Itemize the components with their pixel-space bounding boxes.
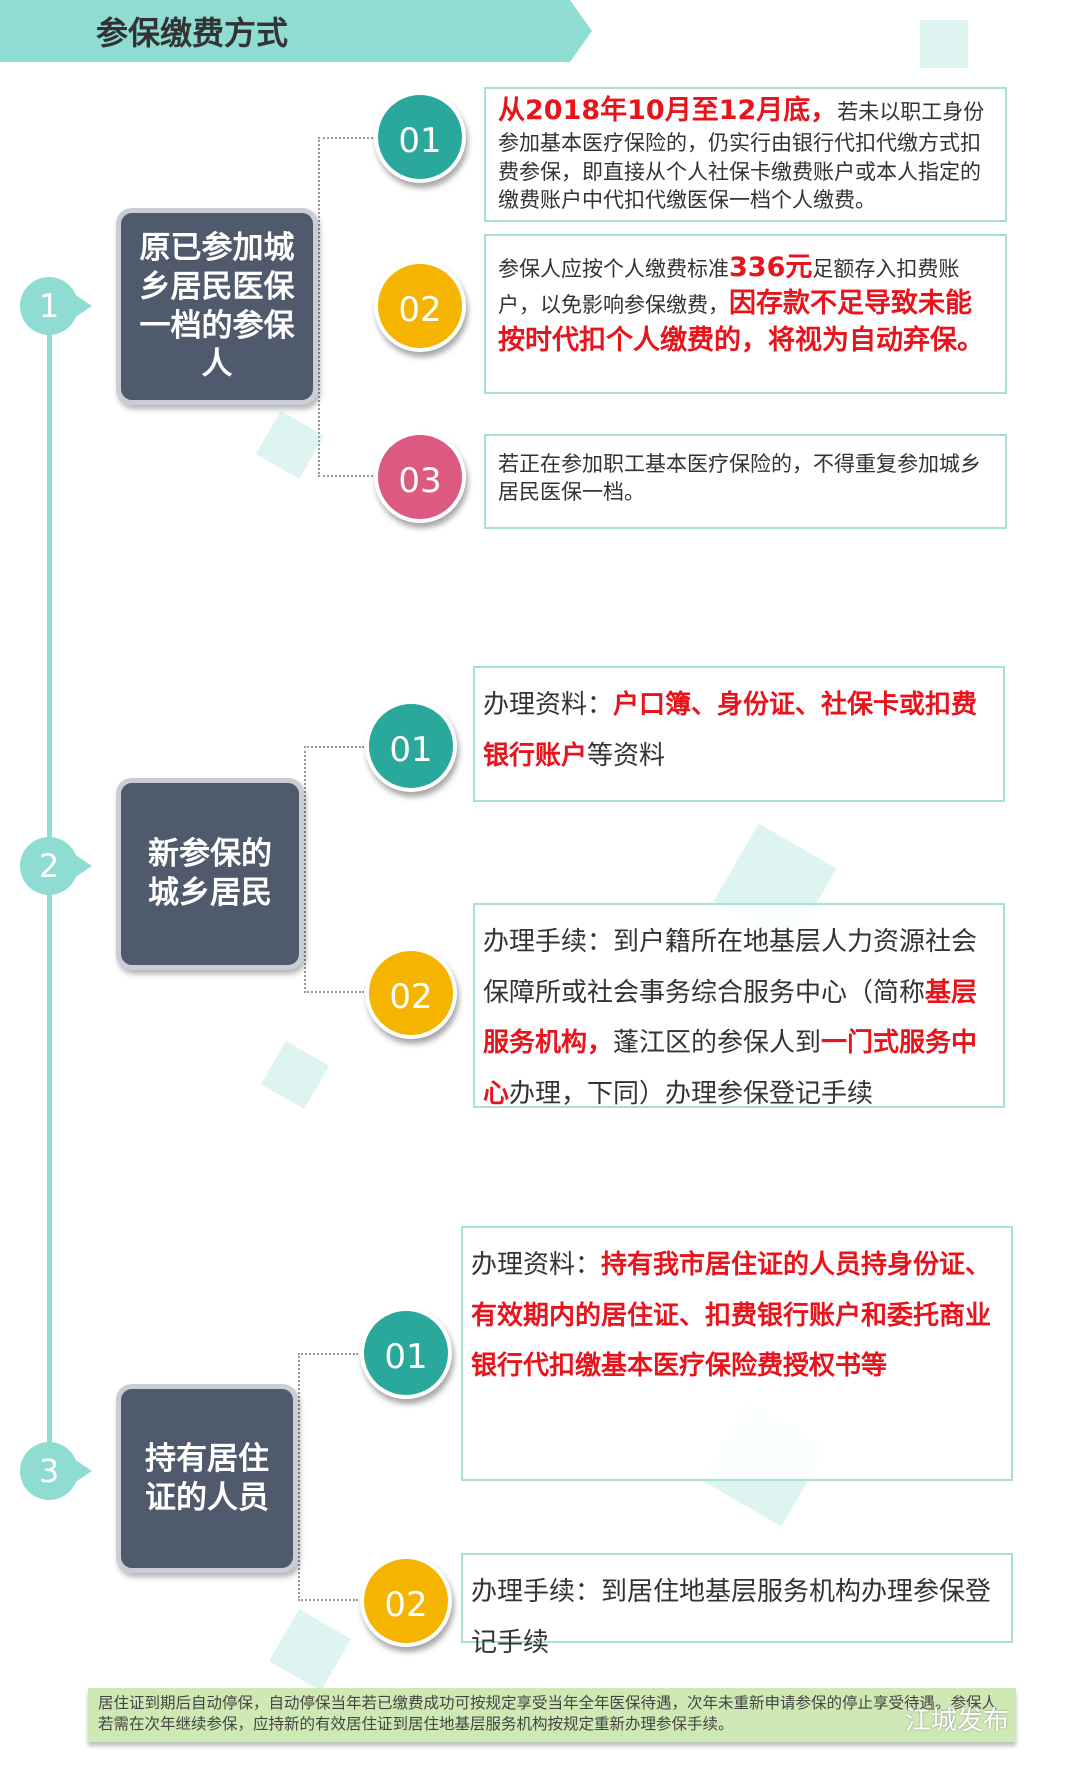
category-box: 新参保的城乡居民 xyxy=(116,778,304,970)
body-text: 办理资料： xyxy=(483,690,614,720)
item-text-box: 办理资料：户口簿、身份证、社保卡或扣费银行账户等资料 xyxy=(473,666,1005,802)
step-number: 1 xyxy=(20,277,92,335)
item-text-box: 参保人应按个人缴费标准336元足额存入扣费账户，以免影响参保缴费，因存款不足导致… xyxy=(484,234,1007,394)
watermark: 江城发布 xyxy=(905,1706,1010,1736)
item-text-box: 办理资料：持有我市居住证的人员持身份证、有效期内的居住证、扣费银行账户和委托商业… xyxy=(461,1226,1013,1481)
body-text: 蓬江区的参保人到 xyxy=(613,1028,822,1059)
highlight-text: 户口簿、身份证、社保卡或扣费银行账户 xyxy=(483,690,978,771)
item-text-box: 若正在参加职工基本医疗保险的，不得重复参加城乡居民医保一档。 xyxy=(484,434,1007,529)
highlight-text: 因存款不足导致未能按时代扣个人缴费的，将视为自动弃保。 xyxy=(498,288,984,356)
highlight-text: 从2018年10月至12月底， xyxy=(498,95,838,126)
step-number: 3 xyxy=(20,1442,92,1500)
highlight-text: 基层服务机构， xyxy=(483,977,978,1059)
connector xyxy=(318,137,373,477)
footer-note: 居住证到期后自动停保，自动停保当年若已缴费成功可按规定享受当年全年医保待遇，次年… xyxy=(88,1688,1016,1742)
body-text: 足额存入扣费账户，以免影响参保缴费， xyxy=(498,257,960,318)
highlight-text: 一门式服务中心 xyxy=(483,1028,978,1110)
item-text-box: 从2018年10月至12月底，若未以职工身份参加基本医疗保险的，仍实行由银行代扣… xyxy=(484,87,1007,222)
item-number-circle: 01 xyxy=(374,91,466,183)
connector xyxy=(298,1353,358,1601)
page-title: 参保缴费方式 xyxy=(96,14,289,52)
highlight-text: 持有我市居住证的人员持身份证、有效期内的居住证、扣费银行账户和委托商业银行代扣缴… xyxy=(471,1250,992,1382)
item-number-circle: 02 xyxy=(374,260,466,352)
highlight-text: 336元 xyxy=(729,252,813,283)
item-number-circle: 02 xyxy=(365,947,457,1039)
item-number-circle: 03 xyxy=(374,431,466,523)
body-text: 办理手续：到户籍所在地基层人力资源社会保障所或社会事务综合服务中心（简称 xyxy=(483,927,978,1008)
item-number-circle: 01 xyxy=(365,700,457,792)
item-number-circle: 02 xyxy=(360,1555,452,1647)
step-number: 2 xyxy=(20,837,92,895)
category-box: 原已参加城乡居民医保一档的参保人 xyxy=(116,208,318,405)
item-number-circle: 01 xyxy=(360,1307,452,1399)
body-text: 等资料 xyxy=(587,740,666,771)
category-box: 持有居住证的人员 xyxy=(116,1384,298,1573)
body-text: 办理资料： xyxy=(471,1250,602,1280)
body-text: 参保人应按个人缴费标准 xyxy=(498,257,729,281)
title-banner: 参保缴费方式 xyxy=(0,0,592,62)
body-text: 办理手续：到居住地基层服务机构办理参保登记手续 xyxy=(471,1577,992,1658)
body-text: 若正在参加职工基本医疗保险的，不得重复参加城乡居民医保一档。 xyxy=(498,452,981,505)
body-text: 若未以职工身份参加基本医疗保险的，仍实行由银行代扣代缴方式扣费参保，即直接从个人… xyxy=(498,100,985,213)
item-text-box: 办理手续：到户籍所在地基层人力资源社会保障所或社会事务综合服务中心（简称基层服务… xyxy=(473,903,1005,1110)
item-text-box: 办理手续：到居住地基层服务机构办理参保登记手续 xyxy=(461,1553,1013,1658)
connector xyxy=(304,746,364,993)
body-text: 办理，下同）办理参保登记手续 xyxy=(509,1079,874,1110)
